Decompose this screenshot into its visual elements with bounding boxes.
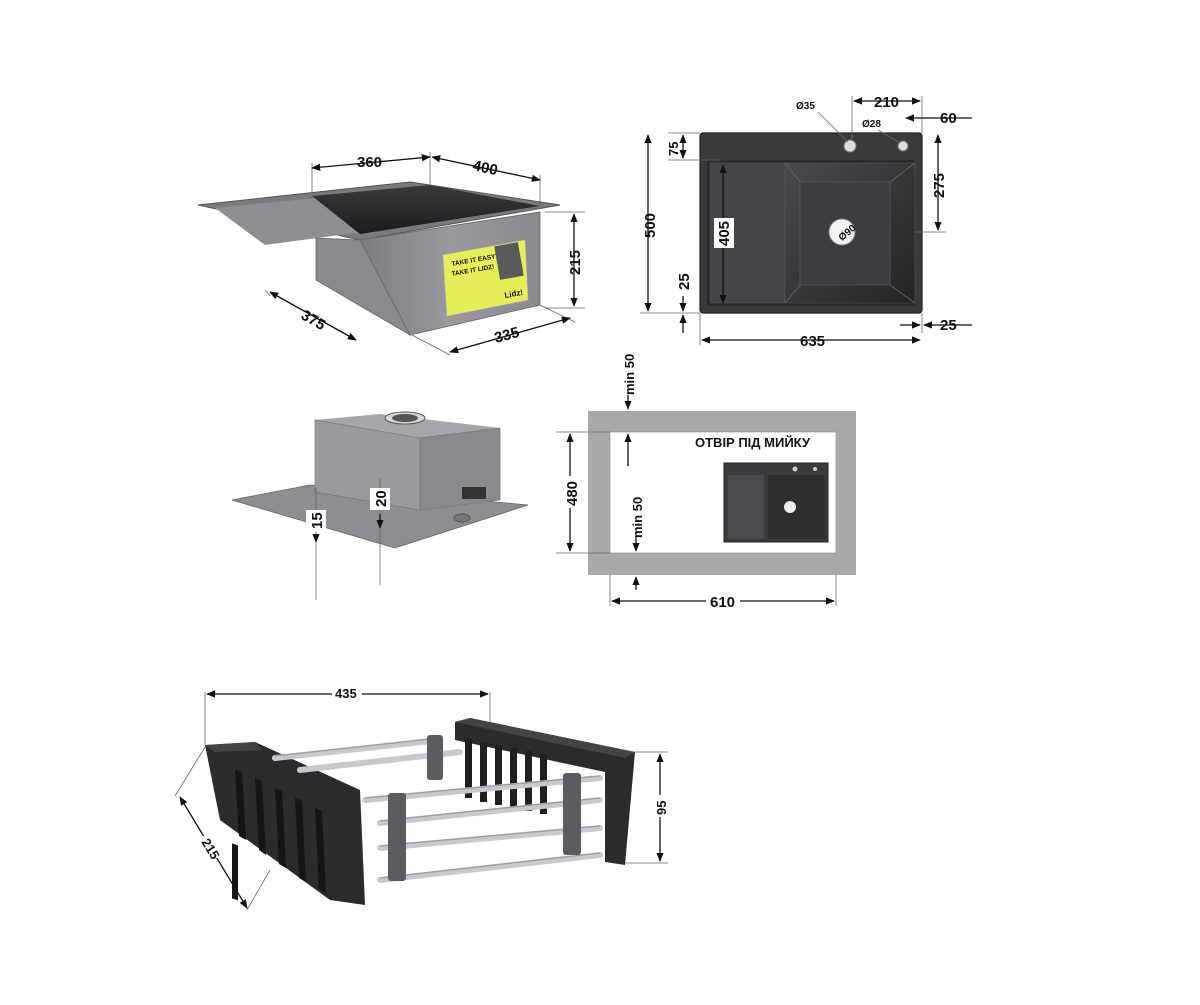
bottom-bowl-top [315,414,500,438]
iso-dim-335: 335 [493,324,522,347]
cutout-cabinet-frame [588,411,856,575]
top-dim-25a: 25 [676,273,693,290]
bottom-sink-view: 20 15 [231,411,529,600]
iso-dim-line-375 [269,291,357,341]
cutout-dim-610: 610 [710,594,735,611]
top-dim-25b: 25 [940,317,957,334]
top-dim-hole28: Ø28 [862,119,881,130]
iso-label-photo [494,242,524,280]
bottom-sticker [462,487,486,499]
cutout-title: ОТВІР ПІД МИЙКУ [695,435,811,450]
iso-dim-400: 400 [471,157,499,179]
bottom-dim-15: 15 [309,512,326,529]
iso-label-brand: Lidz! [504,288,524,300]
iso-basin-opening [312,185,540,234]
top-dim-500: 500 [642,213,659,238]
top-dim-210: 210 [874,94,899,111]
cutout-dim-min-top: min 50 [622,354,637,395]
top-dim-275: 275 [931,173,948,198]
cutout-dim-min-side: min 50 [630,497,645,538]
basket-dim-435: 435 [335,686,357,701]
iso-bowl-left [315,237,412,337]
iso-dim-line-400 [431,155,541,182]
iso-dim-line-360 [311,154,431,171]
basket-view: 435 95 215 [174,685,670,911]
top-dim-60: 60 [940,110,957,127]
iso-drainboard [215,198,362,245]
basket-left-frame [205,742,365,905]
top-drain-hole [828,218,856,246]
bottom-bowl-right [419,427,501,511]
top-dim-635: 635 [800,333,825,350]
top-dim-75: 75 [666,142,681,156]
iso-dim-360: 360 [357,154,382,171]
iso-dim-215: 215 [567,250,584,275]
cutout-dim-480: 480 [564,481,581,506]
bottom-dim-20: 20 [373,490,390,507]
iso-dim-line-335 [449,316,571,354]
basket-clamps [388,735,581,881]
top-tap-hole-28 [897,140,909,152]
cutout-view: ОТВІР ПІД МИЙКУ min 50 min 50 480 610 [556,354,856,611]
iso-sink-view: TAKE IT EASYYY TAKE IT LIDZ! Lidz! 360 4… [197,152,585,356]
top-dim-hole35: Ø35 [796,101,815,112]
basket-back-frame [455,718,635,865]
top-sink-view: 210 60 Ø35 Ø28 75 275 500 405 25 25 [640,94,972,350]
top-tap-hole-35 [843,139,857,153]
top-dim-405: 405 [716,221,733,246]
basket-dim-95: 95 [654,801,669,815]
